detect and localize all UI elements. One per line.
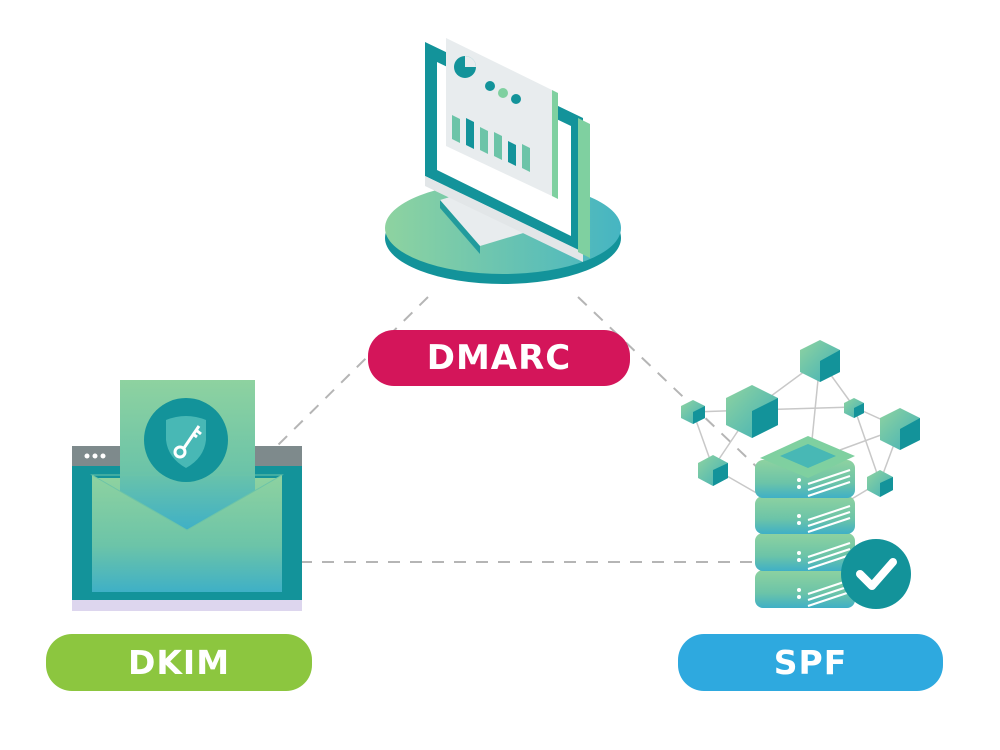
network-cube	[880, 408, 920, 450]
spf-label: SPF	[678, 634, 943, 691]
window-dot-icon	[84, 453, 90, 459]
server-network-check-icon	[681, 340, 920, 609]
window-dot-icon	[100, 453, 106, 459]
check-badge-icon	[841, 539, 911, 609]
key-icon	[173, 425, 202, 459]
network-cube	[867, 470, 893, 497]
connector-lines	[274, 296, 761, 563]
dkim-label: DKIM	[46, 634, 312, 691]
network-cube	[698, 455, 728, 486]
network-cube	[681, 400, 705, 424]
network-cube	[844, 398, 864, 418]
edge-dmarc-spf	[577, 296, 761, 471]
edge-dmarc-dkim	[274, 296, 429, 449]
server-stack	[755, 436, 855, 608]
envelope-shield-key-icon	[72, 380, 302, 611]
monitor-dashboard-icon	[385, 38, 621, 284]
dmarc-label: DMARC	[368, 330, 630, 386]
window-dot-icon	[92, 453, 98, 459]
network-cube	[726, 385, 778, 438]
network-cube	[800, 340, 840, 382]
